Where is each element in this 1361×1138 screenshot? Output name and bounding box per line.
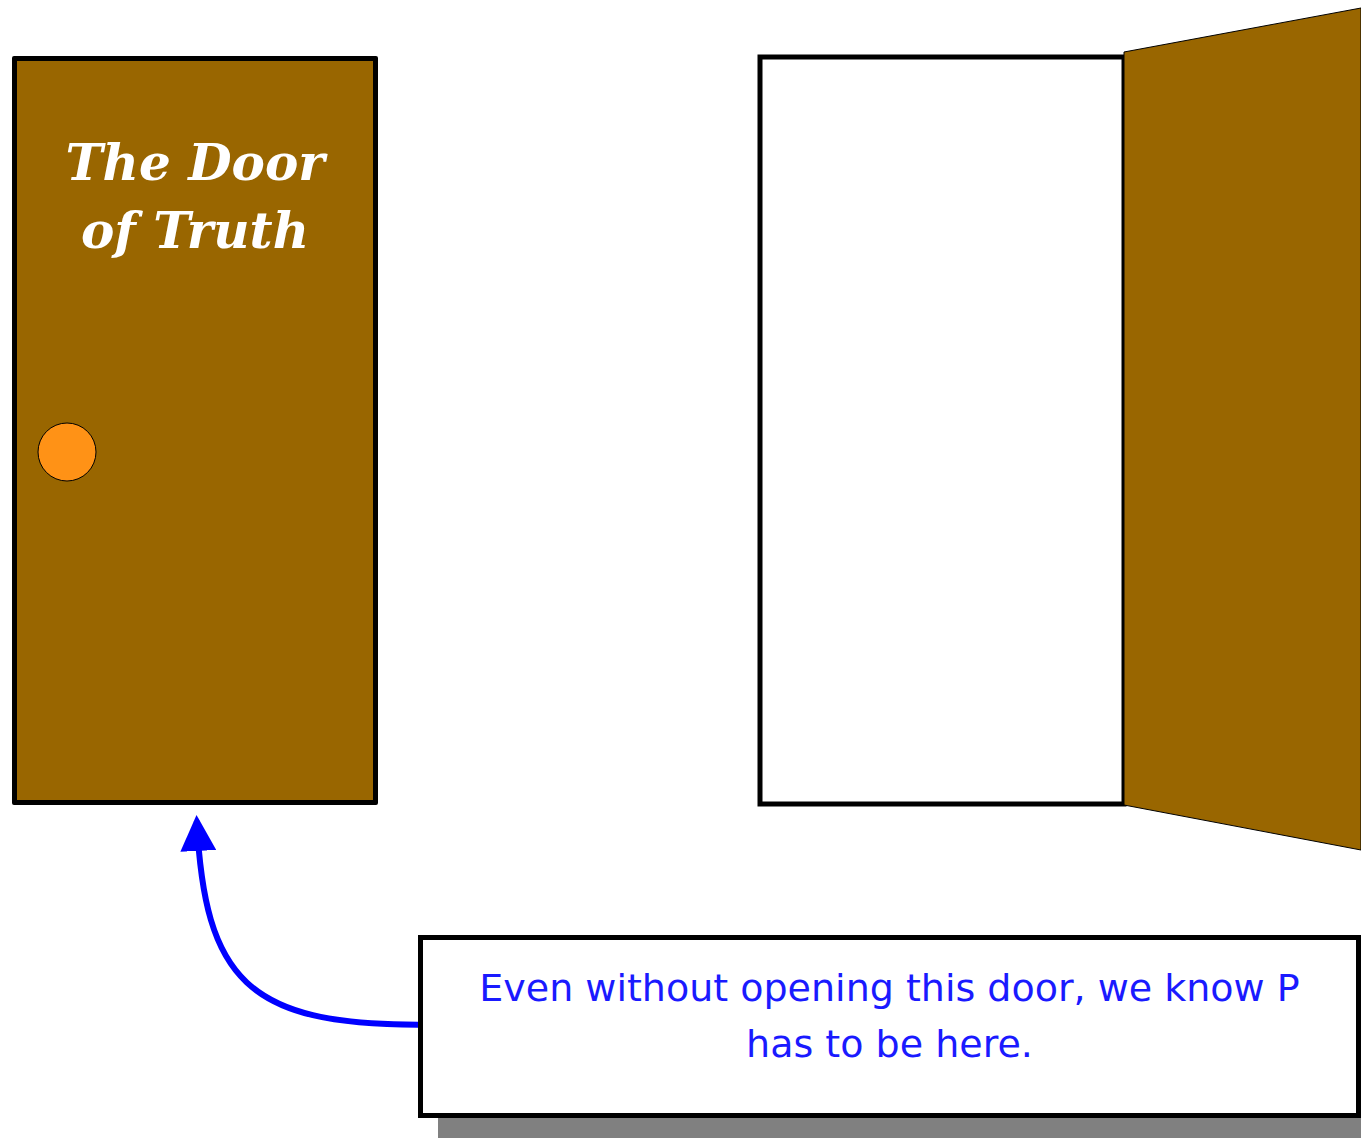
callout-text: Even without opening this door, we know … (450, 960, 1330, 1072)
door-knob (36, 421, 98, 483)
door-frame (760, 57, 1124, 804)
callout-box: Even without opening this door, we know … (418, 935, 1361, 1118)
door-of-truth: The Door of Truth (12, 56, 378, 805)
door-title: The Door of Truth (45, 129, 345, 265)
open-door-panel (1124, 8, 1361, 850)
callout-arrow (197, 821, 418, 1025)
